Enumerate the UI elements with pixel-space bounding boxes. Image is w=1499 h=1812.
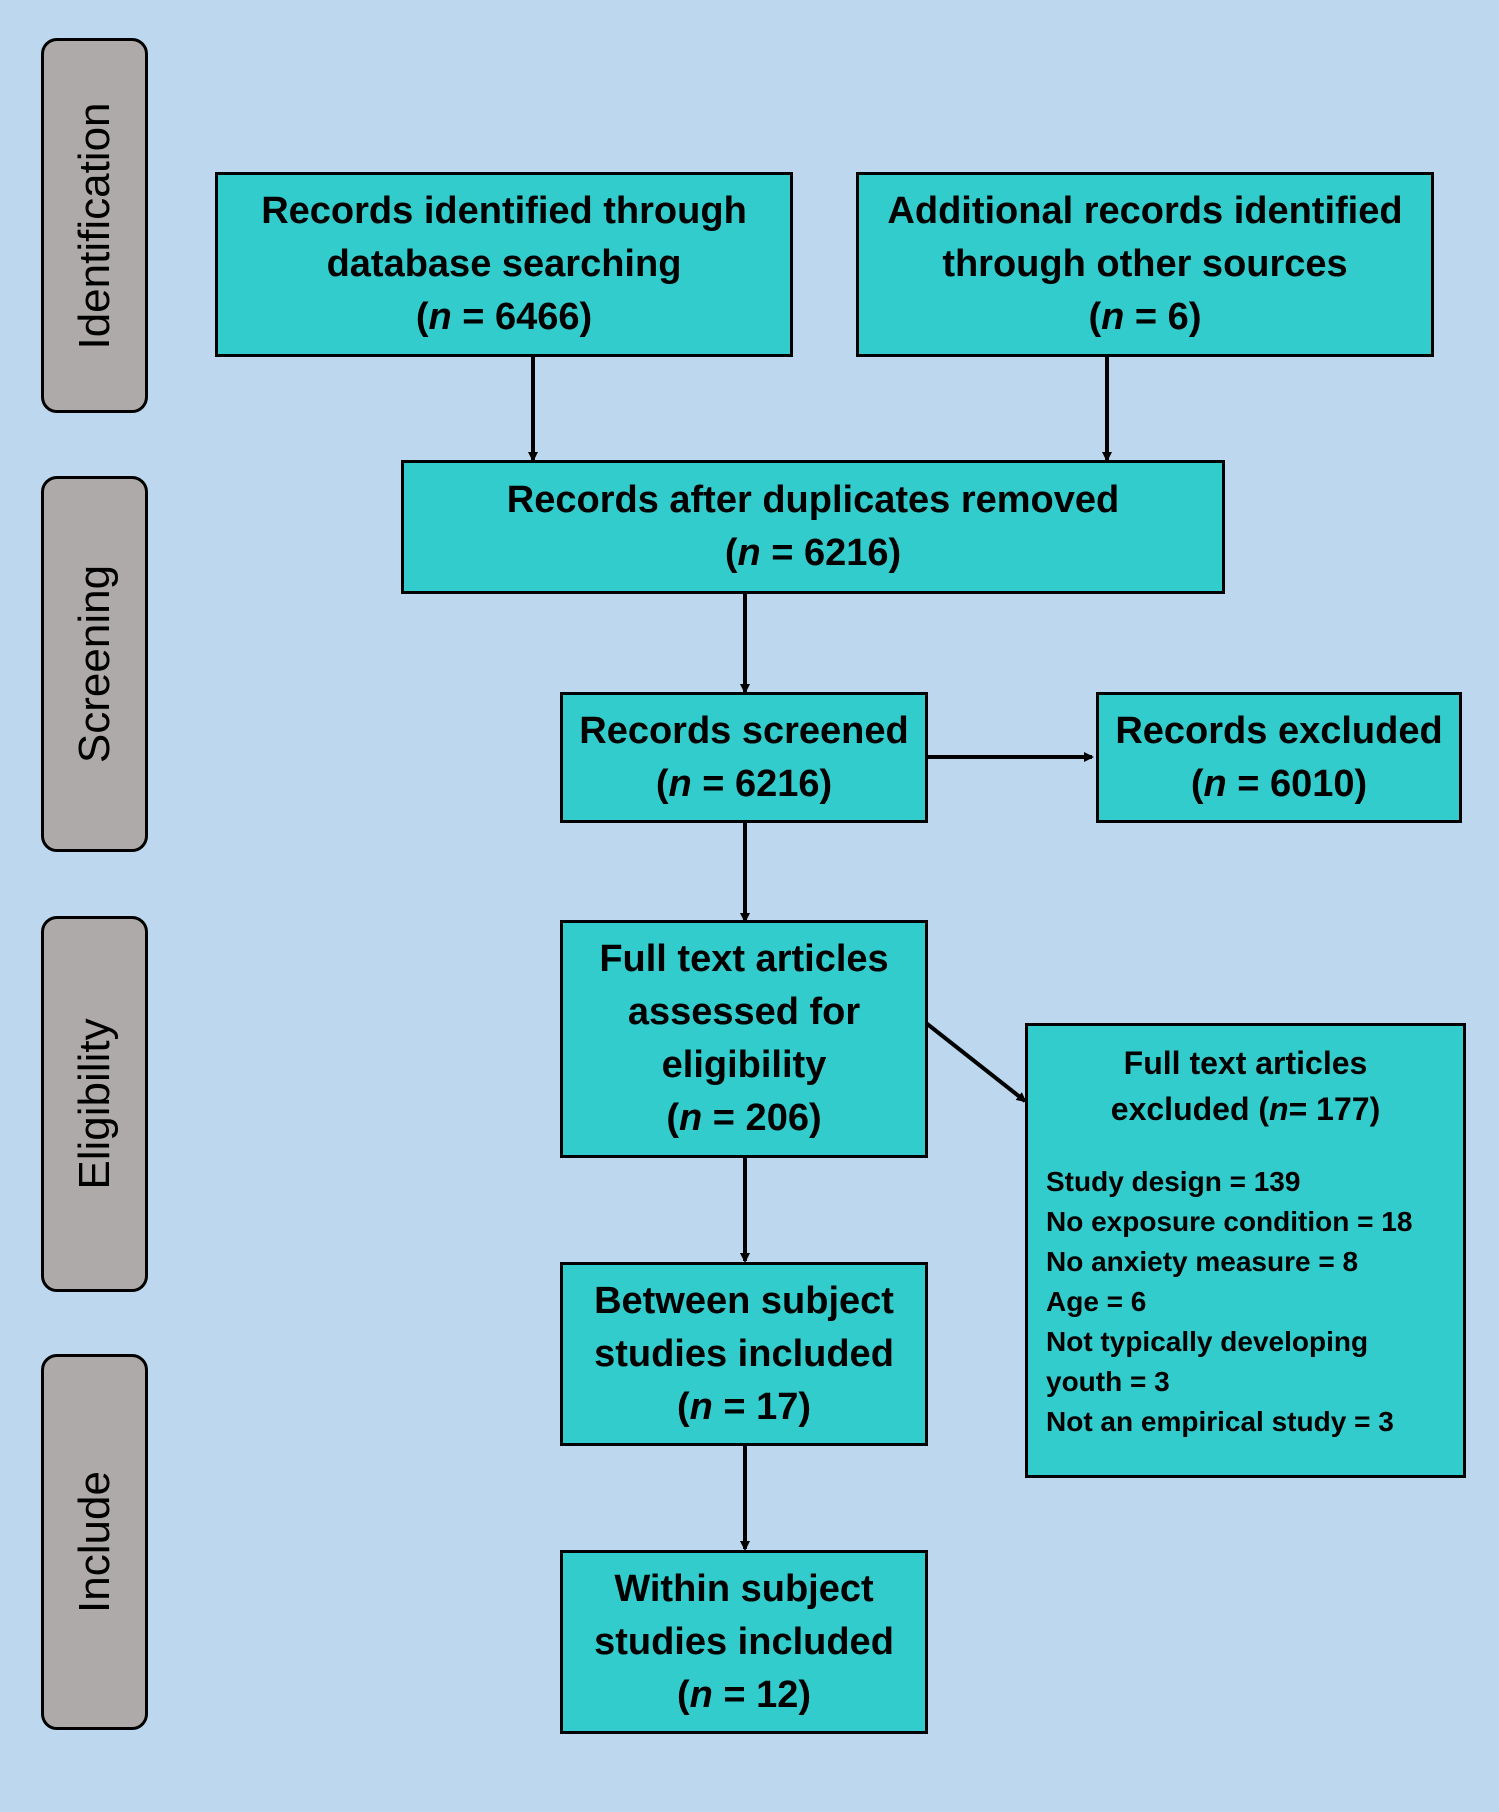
stage-include: Include [41,1354,148,1730]
exclusion-reasons-list: Study design = 139 No exposure condition… [1028,1162,1463,1442]
exclusion-reason: Not an empirical study = 3 [1046,1406,1394,1437]
n-count: (n = 6216) [655,762,833,805]
exclusion-reason: youth = 3 [1046,1366,1170,1397]
n-count: (n = 6) [1088,296,1202,338]
exclusion-reason: Study design = 139 [1046,1166,1301,1197]
n-count: excluded (n= 177) [1110,1091,1381,1127]
n-count: (n = 6216) [724,532,902,574]
fulltext-excluded-box: Full text articles excluded (n= 177) Stu… [1025,1023,1466,1478]
box-text: Within subject [614,1567,874,1610]
box-text: database searching [326,243,682,285]
box-text: Full text articles [1123,1045,1368,1081]
n-count: (n = 6466) [415,296,593,338]
box-text: studies included [594,1620,894,1663]
box-text: Records excluded [1115,709,1443,752]
stage-screening: Screening [41,476,148,852]
box-text: assessed for [627,991,861,1033]
other-sources-box: Additional records identified through ot… [856,172,1434,357]
exclusion-reason: No anxiety measure = 8 [1046,1246,1359,1277]
box-text: Between subject [594,1279,894,1322]
records-screened-box: Records screened (n = 6216) [560,692,928,823]
n-count: (n = 12) [676,1673,812,1716]
box-text: through other sources [942,243,1348,285]
box-text: Additional records identified [887,190,1403,232]
box-text: eligibility [661,1044,827,1086]
arrow-fulltext-to-fulltext-excluded [924,1021,1027,1103]
between-subject-box: Between subject studies included (n = 17… [560,1262,928,1446]
exclusion-reason: Not typically developing [1046,1326,1369,1357]
box-text: Full text articles [599,938,889,980]
box-text: Records after duplicates removed [506,479,1120,521]
n-count: (n = 6010) [1190,762,1368,805]
n-count: (n = 17) [676,1385,812,1428]
box-text: Records screened [579,709,909,752]
stage-identification: Identification [41,38,148,413]
stage-eligibility: Eligibility [41,916,148,1292]
fulltext-assessed-box: Full text articles assessed for eligibil… [560,920,928,1158]
exclusion-reason: Age = 6 [1046,1286,1147,1317]
exclusion-reason: No exposure condition = 18 [1046,1206,1413,1237]
records-excluded-box: Records excluded (n = 6010) [1096,692,1462,823]
n-count: (n = 206) [666,1097,822,1139]
within-subject-box: Within subject studies included (n = 12) [560,1550,928,1734]
box-text: studies included [594,1332,894,1375]
duplicates-removed-box: Records after duplicates removed (n = 62… [401,460,1225,594]
database-records-box: Records identified through database sear… [215,172,793,357]
box-text: Records identified through [261,190,747,232]
